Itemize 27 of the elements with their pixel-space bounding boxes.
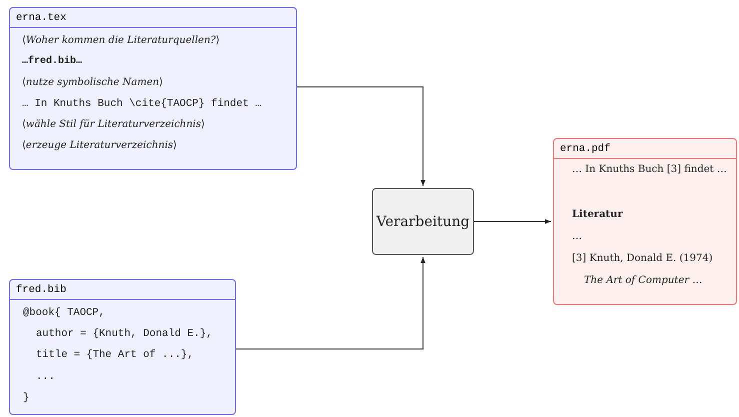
code-text: …fred.bib… bbox=[22, 56, 82, 67]
code-text: title = {The Art of ...}, bbox=[36, 349, 194, 361]
arrow bbox=[474, 219, 552, 224]
arrow bbox=[236, 256, 426, 350]
file-name: fred.bib bbox=[10, 280, 235, 300]
document-text: [3] Knuth, Donald E. (1974) bbox=[572, 253, 713, 264]
file-name: erna.pdf bbox=[554, 139, 736, 159]
document-text: … In Knuths Buch [3] findet … bbox=[572, 164, 727, 175]
note-text: ⟨Woher kommen die Literaturquellen?⟩ bbox=[22, 35, 220, 46]
process-box bbox=[372, 188, 474, 255]
code-text: author = {Knuth, Donald E.}, bbox=[36, 328, 212, 340]
note-text: ⟨erzeuge Literaturverzeichnis⟩ bbox=[22, 140, 177, 151]
file-panel bbox=[553, 138, 737, 305]
code-text: @book{ TAOCP, bbox=[23, 307, 105, 319]
document-text: The Art of Computer … bbox=[584, 275, 702, 286]
code-text: … In Knuths Buch \cite{TAOCP} findet … bbox=[22, 98, 262, 110]
heading-text: Literatur bbox=[572, 209, 623, 220]
file-panel bbox=[9, 7, 297, 170]
note-text: ⟨wähle Stil für Literaturverzeichnis⟩ bbox=[22, 119, 205, 130]
note-text: ⟨nutze symbolische Namen⟩ bbox=[22, 77, 163, 88]
process-label: Verarbeitung bbox=[376, 214, 470, 230]
file-panel bbox=[9, 279, 236, 415]
code-text: } bbox=[23, 392, 30, 404]
document-text: … bbox=[572, 231, 582, 242]
file-name: erna.tex bbox=[10, 8, 296, 28]
arrow bbox=[296, 86, 426, 186]
code-text: ... bbox=[36, 371, 55, 383]
